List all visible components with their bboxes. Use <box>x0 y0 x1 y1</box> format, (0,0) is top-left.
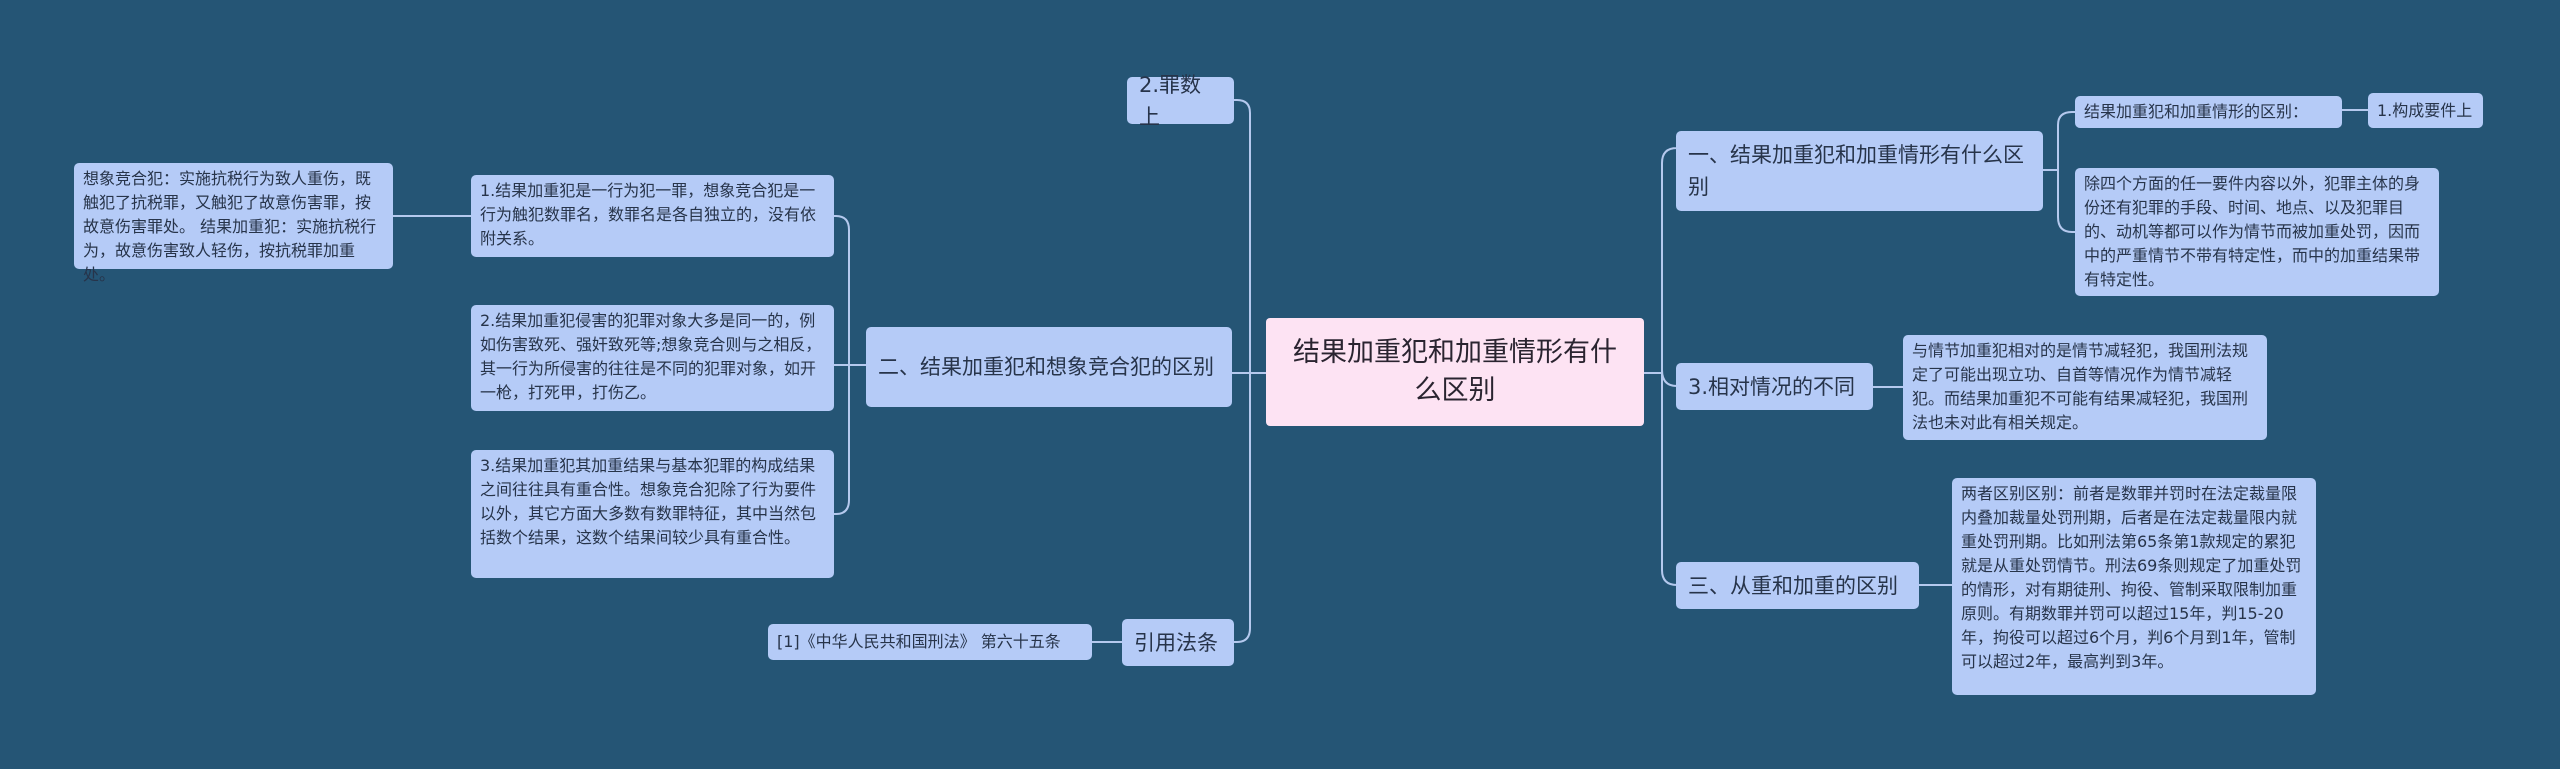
difference-label[interactable]: 结果加重犯和加重情形的区别： <box>2075 96 2342 128</box>
concurrence-item-2[interactable]: 2.结果加重犯侵害的犯罪对象大多是同一的，例如伤害致死、强奸致死等;想象竞合则与… <box>471 305 834 411</box>
branch-cited-statutes[interactable]: 引用法条 <box>1122 619 1234 666</box>
constituent-elements-node[interactable]: 1.构成要件上 <box>2368 93 2483 128</box>
branch-number-of-crimes[interactable]: 2.罪数上 <box>1127 73 1234 129</box>
statute-reference[interactable]: [1]《中华人民共和国刑法》 第六十五条 <box>768 624 1092 660</box>
concurrence-item-1[interactable]: 1.结果加重犯是一行为犯一罪，想象竞合犯是一行为触犯数罪名，数罪名是各自独立的，… <box>471 175 834 257</box>
branch-relative-situation[interactable]: 3.相对情况的不同 <box>1676 363 1873 410</box>
link-r1-label <box>2043 111 2075 171</box>
difference-detail[interactable]: 除四个方面的任一要件内容以外，犯罪主体的身份还有犯罪的手段、时间、地点、以及犯罪… <box>2075 168 2439 296</box>
root-topic[interactable]: 结果加重犯和加重情形有什么区别 <box>1266 318 1644 426</box>
link-root-r1 <box>1644 147 1678 374</box>
root-title: 结果加重犯和加重情形有什么区别 <box>1293 337 1617 406</box>
link-root-r3 <box>1644 372 1678 586</box>
link-root-l1 <box>1234 99 1266 374</box>
branch-difference[interactable]: 一、结果加重犯和加重情形有什么区别 <box>1676 131 2043 211</box>
branch-heavier-vs-aggravated[interactable]: 三、从重和加重的区别 <box>1676 562 1919 609</box>
concurrence-example-note[interactable]: 想象竞合犯：实施抗税行为致人重伤，既触犯了抗税罪，又触犯了故意伤害罪，按故意伤害… <box>74 163 393 284</box>
link-r1-detail <box>2043 169 2075 233</box>
branch-imaginative-concurrence[interactable]: 二、结果加重犯和想象竞合犯的区别 <box>866 327 1232 407</box>
link-l2-item3 <box>834 364 866 515</box>
link-root-l3 <box>1234 372 1266 643</box>
heavier-vs-aggravated-detail[interactable]: 两者区别区别：前者是数罪并罚时在法定裁量限内叠加裁量处罚刑期，后者是在法定裁量限… <box>1952 478 2316 695</box>
link-l2-item1 <box>834 215 866 366</box>
relative-situation-detail[interactable]: 与情节加重犯相对的是情节减轻犯，我国刑法规定了可能出现立功、自首等情况作为情节减… <box>1903 335 2267 440</box>
concurrence-item-3[interactable]: 3.结果加重犯其加重结果与基本犯罪的构成结果之间往往具有重合性。想象竞合犯除了行… <box>471 450 834 578</box>
branch-difference-title: 一、结果加重犯和加重情形有什么区别 <box>1688 143 2024 199</box>
